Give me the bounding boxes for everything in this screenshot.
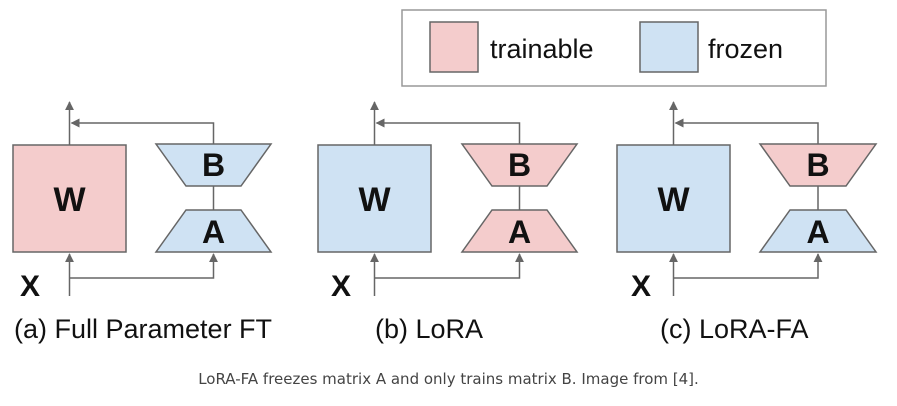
matrix-a-label: A xyxy=(202,214,225,250)
input-arrow-to-a xyxy=(69,253,218,279)
matrix-b-trapezoid xyxy=(460,143,579,187)
b-to-output-arrow xyxy=(70,118,215,144)
panel-lora-fa: W B A X (c) LoRA-FA xyxy=(616,101,878,344)
matrix-b-label: B xyxy=(508,147,531,183)
panel-full-parameter-ft: W B A X (a) Full Parameter FT xyxy=(12,101,273,344)
weight-matrix-w xyxy=(12,144,127,253)
legend-label-trainable: trainable xyxy=(490,34,594,64)
legend: trainable frozen xyxy=(401,9,827,87)
matrix-a-label: A xyxy=(806,214,829,250)
input-x-label: X xyxy=(331,270,351,303)
figure-caption: LoRA-FA freezes matrix A and only trains… xyxy=(198,370,699,388)
input-x-label: X xyxy=(20,270,40,303)
matrix-a-trapezoid xyxy=(460,209,579,253)
input-arrow-to-a xyxy=(374,253,524,279)
panel-caption: (a) Full Parameter FT xyxy=(14,314,272,344)
panel-caption: (b) LoRA xyxy=(375,314,483,344)
matrix-b-trapezoid xyxy=(758,143,878,187)
panel-caption: (c) LoRA-FA xyxy=(660,314,809,344)
input-arrow-to-a xyxy=(673,253,823,279)
input-x-label: X xyxy=(631,270,651,303)
matrix-a-label: A xyxy=(508,214,531,250)
weight-matrix-w xyxy=(317,144,432,253)
matrix-b-label: B xyxy=(806,147,829,183)
matrix-b-trapezoid xyxy=(154,143,273,187)
matrix-b-label: B xyxy=(202,147,225,183)
legend-swatch-trainable xyxy=(429,21,479,73)
weight-matrix-w-label: W xyxy=(53,181,86,219)
lora-diagram: trainable frozen W B A X (a) Full Parame… xyxy=(12,9,878,344)
legend-label-frozen: frozen xyxy=(708,34,783,64)
matrix-a-trapezoid xyxy=(154,209,273,253)
legend-swatch-frozen xyxy=(639,21,699,73)
matrix-a-trapezoid xyxy=(758,209,878,253)
b-to-output-arrow xyxy=(375,118,521,144)
b-to-output-arrow xyxy=(674,118,819,144)
weight-matrix-w-label: W xyxy=(358,181,391,219)
weight-matrix-w-label: W xyxy=(657,181,690,219)
panel-lora: W B A X (b) LoRA xyxy=(317,101,579,344)
